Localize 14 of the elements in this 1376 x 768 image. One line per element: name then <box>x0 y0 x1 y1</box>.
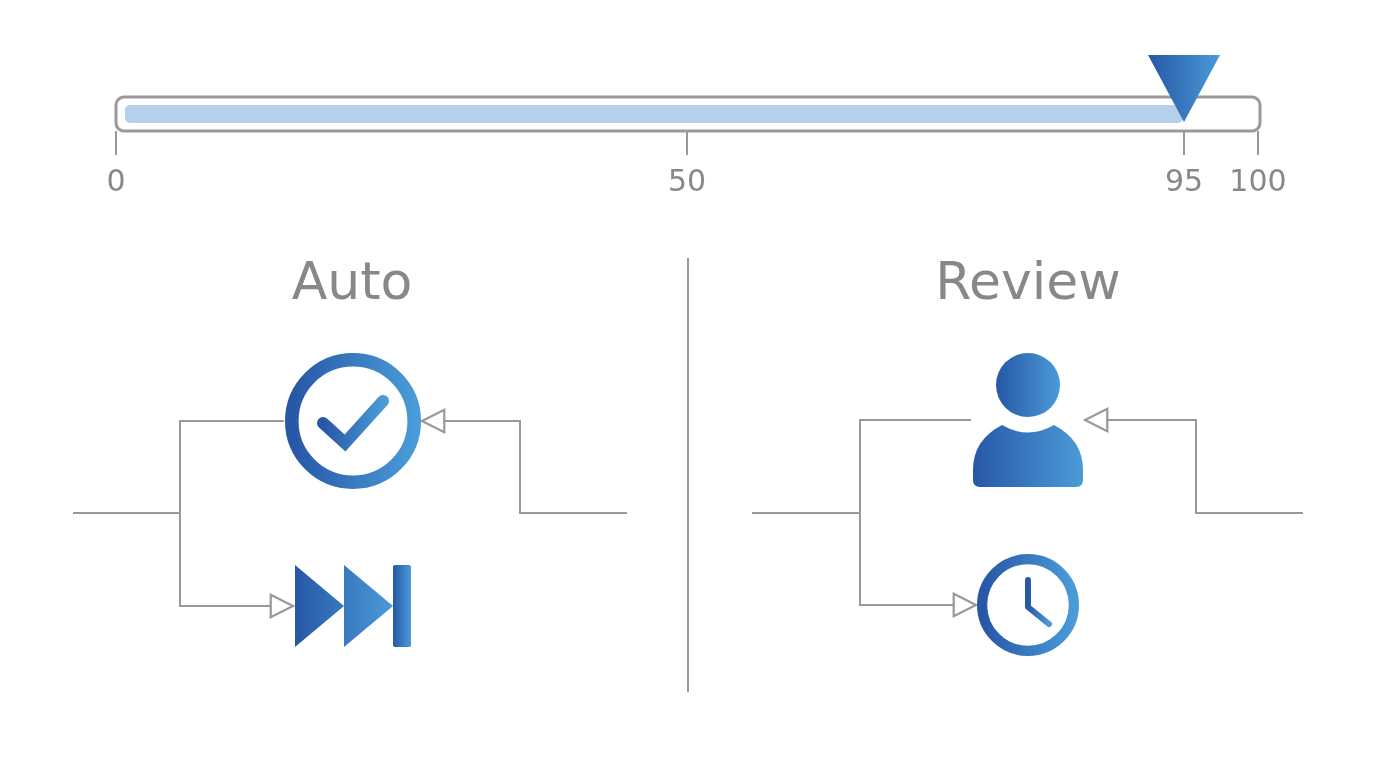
fast-forward-icon <box>294 564 413 648</box>
connector-arrow <box>420 408 628 514</box>
panel-heading: Review <box>935 255 1121 307</box>
clock-icon <box>977 554 1079 656</box>
connector-arrow <box>1083 407 1304 514</box>
person-icon <box>972 352 1084 488</box>
tick-label: 0 <box>106 166 126 196</box>
tick-label: 95 <box>1164 166 1204 196</box>
connector-arrow <box>72 512 295 619</box>
connector-arrow <box>751 512 978 618</box>
tick-label: 50 <box>667 166 707 196</box>
check-circle-icon <box>285 353 421 489</box>
tick-label: 100 <box>1229 166 1287 196</box>
panel-heading: Auto <box>291 255 413 307</box>
